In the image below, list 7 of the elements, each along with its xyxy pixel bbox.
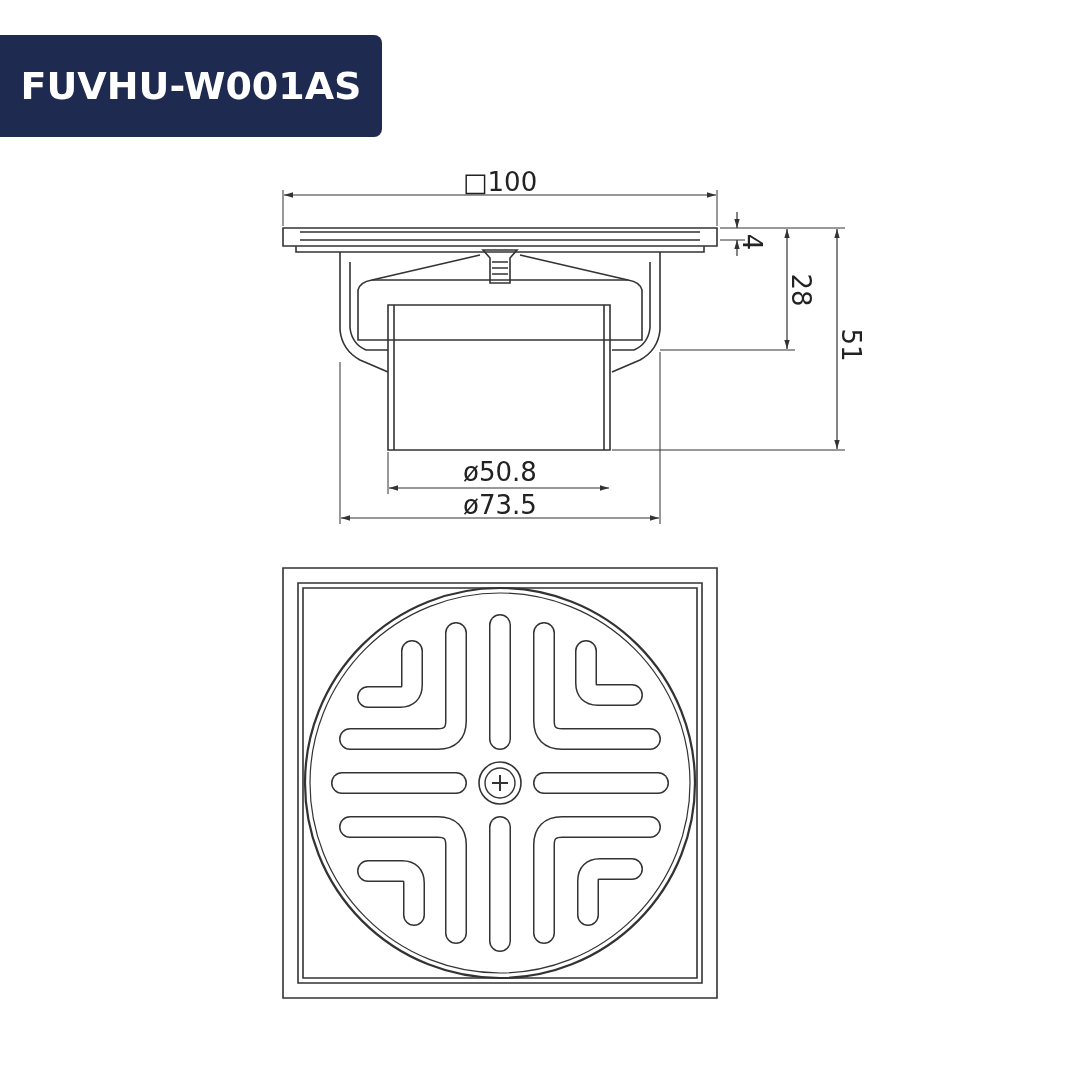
dimension-label: 28 [787, 273, 814, 307]
dimension-label: ø73.5 [463, 492, 537, 518]
dimension-label: 4 [738, 233, 765, 251]
dimension-label: □100 [463, 169, 538, 195]
title-banner: FUVHU-W001AS [0, 35, 382, 137]
dimension-label: 51 [837, 328, 864, 362]
dimension-label: ø50.8 [463, 459, 537, 485]
